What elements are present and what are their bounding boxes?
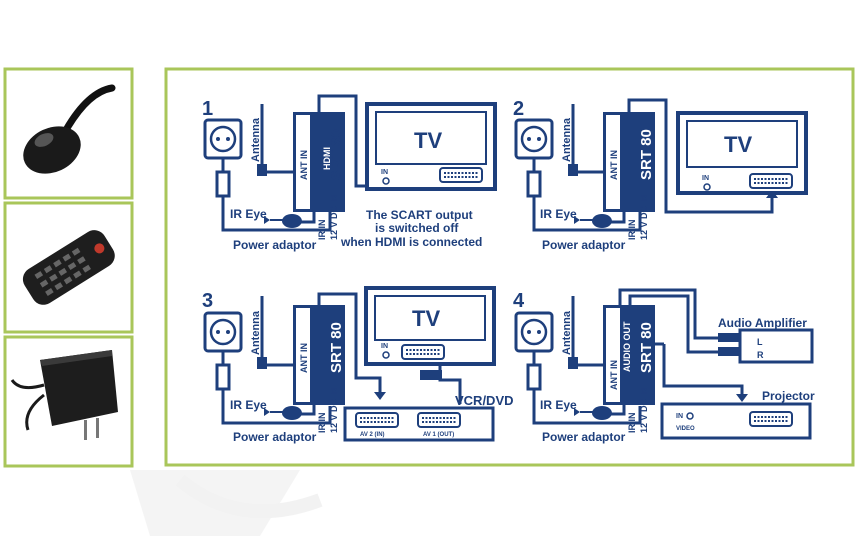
diagram-panel-4: 4 Antenna SRT 80 ANT IN AUDIO OUT IR IN … bbox=[513, 288, 815, 444]
scart-port-icon bbox=[749, 173, 793, 189]
device-label: SRT 80 bbox=[638, 129, 655, 180]
panel-3-number: 3 bbox=[202, 290, 213, 312]
power-adaptor-label: Power adaptor bbox=[233, 430, 317, 444]
projector-label: Projector bbox=[762, 389, 815, 403]
scart-note-line-2: is switched off bbox=[375, 221, 459, 235]
port-ir-in: IR IN bbox=[627, 219, 637, 240]
wall-socket-icon bbox=[514, 118, 554, 160]
port-ir-in: IR IN bbox=[317, 412, 327, 433]
port-ant-in: ANT IN bbox=[609, 360, 619, 390]
accessory-frame-remote bbox=[3, 201, 134, 334]
panel-4-number: 4 bbox=[513, 290, 525, 312]
tv-in-label: IN bbox=[381, 343, 388, 350]
port-dc-in: 12 V DC IN bbox=[639, 194, 649, 240]
tv-label: TV bbox=[724, 132, 752, 157]
port-dc-in: 12 V DC IN bbox=[329, 387, 339, 433]
diagram-panel-2: 2 Antenna SRT 80 ANT IN IR IN 12 V DC IN… bbox=[513, 98, 808, 252]
audio-amplifier bbox=[738, 328, 814, 364]
panel-2-number: 2 bbox=[513, 98, 524, 120]
scart-note-line-1: The SCART output bbox=[366, 208, 473, 222]
ir-eye-icon bbox=[282, 406, 302, 420]
port-dc-in: 12 V DC IN bbox=[329, 194, 339, 240]
tv-label: TV bbox=[412, 306, 440, 331]
antenna-label: Antenna bbox=[561, 117, 573, 162]
wall-socket-icon bbox=[203, 311, 243, 353]
device-label: SRT 80 bbox=[328, 129, 345, 180]
port-audio-out: AUDIO OUT bbox=[622, 321, 632, 372]
device-label: SRT 80 bbox=[328, 322, 345, 373]
amp-r-label: R bbox=[757, 350, 764, 360]
antenna-label: Antenna bbox=[561, 310, 573, 355]
scart-port-icon bbox=[439, 167, 483, 183]
power-adaptor-label: Power adaptor bbox=[542, 238, 626, 252]
port-ant-in: ANT IN bbox=[299, 150, 309, 180]
scart-port-icon bbox=[355, 412, 399, 428]
tv-label: TV bbox=[414, 128, 442, 153]
ir-eye-icon bbox=[592, 406, 612, 420]
proj-video-label: VIDEO bbox=[676, 426, 695, 432]
panel-1-number: 1 bbox=[202, 98, 213, 120]
port-ant-in: ANT IN bbox=[609, 150, 619, 180]
port-ir-in: IR IN bbox=[627, 412, 637, 433]
diagram-panel-3: 3 Antenna SRT 80 ANT IN IR IN 12 V DC IN… bbox=[202, 286, 514, 444]
scart-port-icon bbox=[401, 344, 445, 360]
tv-in-label: IN bbox=[702, 175, 709, 182]
accessory-frame-ir-eye bbox=[3, 67, 134, 200]
av2-label: AV 2 (IN) bbox=[360, 432, 385, 438]
port-ant-in: ANT IN bbox=[299, 343, 309, 373]
ir-eye-label: IR Eye bbox=[230, 207, 267, 221]
scart-note-line-3: when HDMI is connected bbox=[340, 235, 482, 249]
wall-socket-icon bbox=[203, 118, 243, 160]
diagram-panel-1: 1 Antenna SRT 80 ANT IN HDMI IR IN 12 V … bbox=[202, 94, 497, 252]
ir-eye-icon bbox=[282, 214, 302, 228]
ir-eye-icon bbox=[592, 214, 612, 228]
port-dc-in: 12 V DC IN bbox=[639, 387, 649, 433]
antenna-label: Antenna bbox=[250, 117, 262, 162]
power-adaptor-label: Power adaptor bbox=[233, 238, 317, 252]
device-label: SRT 80 bbox=[638, 322, 655, 373]
accessory-frame-power-adapter bbox=[3, 335, 134, 468]
ir-eye-label: IR Eye bbox=[230, 398, 267, 412]
proj-in-label: IN bbox=[676, 413, 683, 420]
scart-port-icon bbox=[749, 411, 793, 427]
tv-in-label: IN bbox=[381, 169, 388, 176]
power-adaptor-label: Power adaptor bbox=[542, 430, 626, 444]
amplifier-label: Audio Amplifier bbox=[718, 316, 807, 330]
wall-socket-icon bbox=[514, 311, 554, 353]
vcr-label: VCR/DVD bbox=[455, 393, 514, 408]
ir-eye-label: IR Eye bbox=[540, 207, 577, 221]
antenna-label: Antenna bbox=[250, 310, 262, 355]
scart-port-icon bbox=[417, 412, 461, 428]
port-hdmi: HDMI bbox=[322, 147, 332, 170]
background-watermark bbox=[130, 470, 323, 536]
ir-eye-label: IR Eye bbox=[540, 398, 577, 412]
av1-label: AV 1 (OUT) bbox=[423, 432, 454, 438]
amp-l-label: L bbox=[757, 337, 763, 347]
port-ir-in: IR IN bbox=[317, 219, 327, 240]
